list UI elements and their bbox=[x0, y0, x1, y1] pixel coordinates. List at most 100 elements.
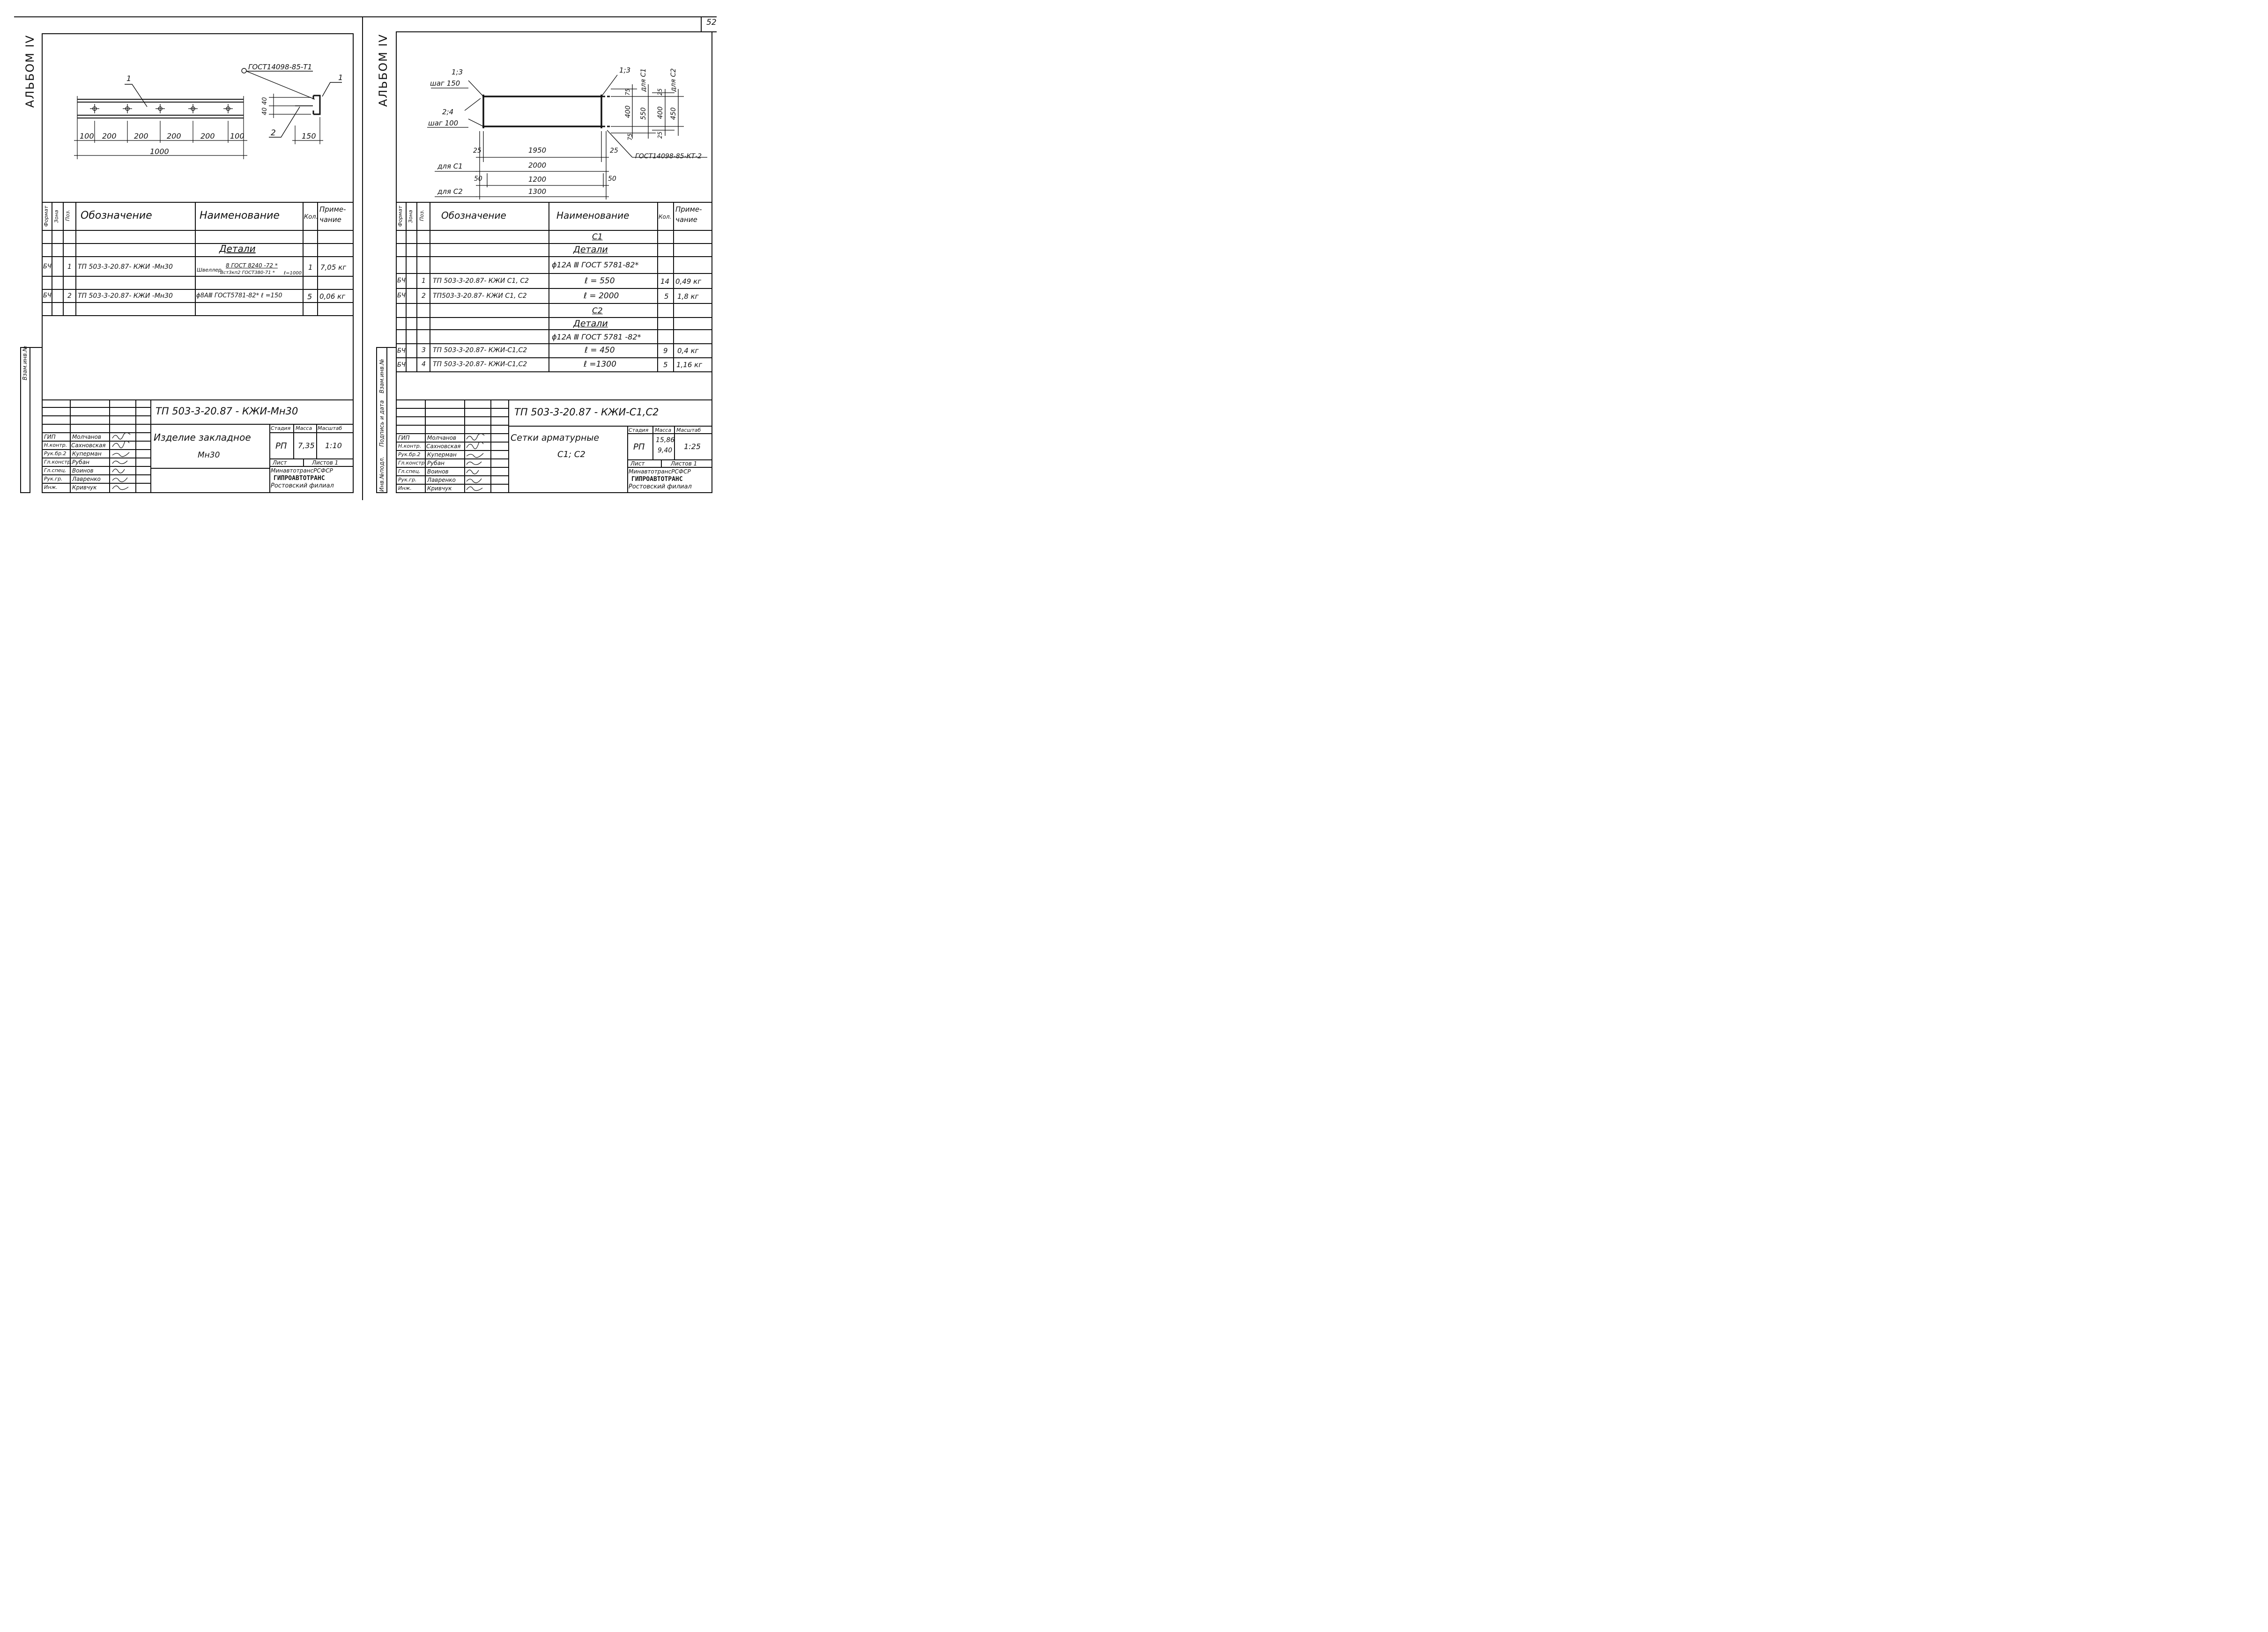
role-3-right: Рук.бр.2 bbox=[398, 451, 421, 458]
side-strip-label-left: Взам.инв.№ bbox=[22, 346, 28, 380]
row-2-designation: ТП 503-3-20.87- КЖИ -Мн30 bbox=[78, 292, 173, 300]
dim-total-1000: 1000 bbox=[150, 147, 169, 156]
row-c1-2-note: 1,8 кг bbox=[677, 292, 699, 301]
spec-header-qty: Кол. bbox=[304, 214, 318, 221]
row-c1-2-format: БЧ bbox=[397, 292, 406, 299]
row-c2-1-pos: 3 bbox=[422, 347, 426, 354]
stamp-header-scale: Масштаб bbox=[318, 425, 342, 431]
role-6-right: Рук.гр. bbox=[398, 477, 417, 483]
row-c1-1-pos: 1 bbox=[422, 277, 426, 285]
stamp-org-3-right: Ростовский филиал bbox=[629, 483, 692, 490]
row-c2-2-pos: 4 bbox=[422, 361, 426, 368]
row-c2-1-designation: ТП 503-3-20.87- КЖИ-С1,С2 bbox=[433, 347, 527, 354]
role-3-left: Рук.бр.2 bbox=[44, 450, 67, 457]
spec-header-pos: Поз. bbox=[65, 209, 71, 221]
stamp-stage-left: РП bbox=[275, 441, 287, 451]
stamp-sheets-left: Листов 1 bbox=[312, 459, 339, 466]
row-c1-2-qty: 5 bbox=[664, 292, 669, 301]
row-c1-1-qty: 14 bbox=[660, 277, 670, 286]
spec-header-qty-right: Кол. bbox=[659, 214, 672, 220]
role-4-left: Гл.констр. bbox=[44, 459, 73, 465]
role-5-left: Гл.спец. bbox=[44, 467, 67, 473]
row-c2-2-designation: ТП 503-3-20.87- КЖИ-С1,С2 bbox=[433, 361, 527, 368]
spec-header-name: Наименование bbox=[200, 210, 280, 222]
dim-50-left: 50 bbox=[474, 175, 482, 183]
position-callout-2: 2 bbox=[271, 128, 276, 138]
stamp-sheet-left: Лист bbox=[273, 459, 287, 466]
name-1-right: Молчанов bbox=[427, 435, 457, 441]
spec-header-designation-right: Обозначение bbox=[441, 210, 506, 221]
row-2-name: ϕ8АⅢ ГОСТ5781-82* ℓ =150 bbox=[196, 292, 282, 299]
dim-75-top: 75 bbox=[624, 88, 631, 96]
dim-25-left: 25 bbox=[473, 147, 482, 155]
dim-1950: 1950 bbox=[528, 146, 547, 155]
role-5-right: Гл.спец. bbox=[398, 468, 421, 474]
role-4-right: Гл.констр. bbox=[398, 460, 427, 466]
row-1-name-top: 8 ГОСТ 8240 -72 * bbox=[226, 262, 278, 269]
stamp-header-mass: Масса bbox=[296, 425, 312, 431]
row-1-name-suffix: ℓ=1000 bbox=[284, 271, 302, 276]
side-strip-label-inv: Инв.№подл. bbox=[378, 456, 385, 492]
stamp-org-2-right: ГИПРОАВТОТРАНС bbox=[631, 476, 683, 483]
group-title-c2: С2 bbox=[592, 306, 603, 316]
row-1-name-prefix: Швеллер bbox=[197, 267, 222, 273]
row-1-pos: 1 bbox=[67, 263, 72, 271]
stamp-org-3-left: Ростовский филиал bbox=[271, 482, 334, 489]
row-1-name-bottom: Вст3кп2 ГОСТ380-71 * bbox=[220, 270, 275, 275]
row-c1-2-designation: ТП503-3-20.87- КЖИ С1, С2 bbox=[433, 292, 527, 300]
gost-label-left: ГОСТ14098-85-Т1 bbox=[248, 63, 312, 71]
spec-header-format: Формат bbox=[43, 206, 49, 227]
dim-1300: 1300 bbox=[528, 187, 547, 196]
row-c1-1-name: ℓ = 550 bbox=[585, 276, 615, 286]
row-c2-1-qty: 9 bbox=[663, 347, 668, 355]
spec-header-zone-right: Зона bbox=[408, 210, 414, 223]
row-1-designation: ТП 503-3-20.87- КЖИ -Мн30 bbox=[78, 263, 173, 271]
dim-200-3: 200 bbox=[167, 132, 181, 140]
dim-for-c1: для С1 bbox=[640, 68, 647, 92]
row-c2-2-note: 1,16 кг bbox=[676, 361, 703, 369]
side-strip-label-replace: Взам.инв.№ bbox=[378, 359, 385, 393]
name-6-right: Лавренко bbox=[427, 477, 456, 483]
stamp-scale-left: 1:10 bbox=[325, 441, 342, 450]
position-callout-1-section: 1 bbox=[338, 73, 343, 82]
role-2-right: Н.контр. bbox=[398, 443, 422, 449]
row-2-note: 0,06 кг bbox=[319, 292, 346, 301]
stamp-subtitle-right: С1; С2 bbox=[557, 450, 586, 459]
album-label-right: АЛЬБОМ IV bbox=[377, 33, 390, 107]
name-5-right: Воинов bbox=[427, 468, 449, 475]
label-for-c1: для С1 bbox=[437, 162, 463, 170]
spec-header-format-right: Формат bbox=[397, 206, 403, 227]
name-4-left: Рубан bbox=[72, 459, 89, 465]
label-1-3-left: 1;3 bbox=[452, 68, 463, 76]
stamp-mass-1-right: 15,86 bbox=[656, 436, 675, 444]
row-c1-1-note: 0,49 кг bbox=[675, 277, 702, 286]
name-6-left: Лавренко bbox=[72, 476, 101, 482]
dim-75-bottom: 75 bbox=[627, 133, 633, 140]
name-7-left: Кривчук bbox=[72, 484, 97, 491]
row-2-qty: 5 bbox=[307, 292, 312, 301]
dim-1200: 1200 bbox=[528, 175, 547, 184]
stamp-sheets-right: Листов 1 bbox=[671, 460, 697, 467]
role-6-left: Рук.гр. bbox=[44, 476, 63, 482]
stamp-org-1-left: МинавтотрансРСФСР bbox=[271, 467, 333, 474]
name-3-left: Куперман bbox=[72, 450, 102, 457]
stamp-code-right: ТП 503-3-20.87 - КЖИ-С1,С2 bbox=[514, 406, 659, 418]
dim-200-2: 200 bbox=[134, 132, 148, 140]
dim-100-right: 100 bbox=[230, 132, 245, 140]
spec-header-zone: Зона bbox=[53, 210, 59, 223]
label-step-100: шаг 100 bbox=[428, 119, 459, 127]
stamp-header-mass-right: Масса bbox=[655, 427, 672, 433]
label-for-c2: для С2 bbox=[437, 187, 463, 196]
label-step-150: шаг 150 bbox=[430, 79, 460, 88]
spec-header-note: Приме-чание bbox=[319, 205, 346, 224]
row-c2-2-format: БЧ bbox=[397, 362, 406, 369]
stamp-header-stage: Стадия bbox=[271, 425, 291, 431]
label-2-4: 2;4 bbox=[442, 108, 454, 116]
dim-25-bottom: 25 bbox=[657, 131, 663, 139]
dim-450: 450 bbox=[670, 107, 677, 120]
dim-25-right: 25 bbox=[610, 147, 618, 155]
dim-400-b: 400 bbox=[657, 106, 664, 119]
stamp-header-scale-right: Масштаб bbox=[676, 427, 701, 433]
stamp-code-left: ТП 503-3-20.87 - КЖИ-Мн30 bbox=[156, 406, 298, 417]
row-c2-1-name: ℓ = 450 bbox=[585, 346, 615, 355]
